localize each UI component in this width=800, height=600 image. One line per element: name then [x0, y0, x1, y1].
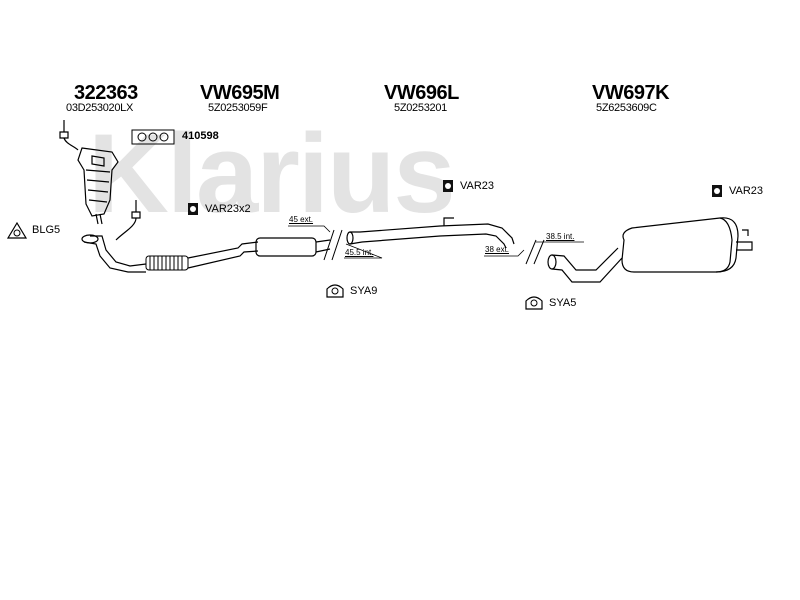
part-code-vw695m[interactable]: VW695M	[200, 82, 280, 104]
part-code-322363[interactable]: 322363	[74, 82, 138, 104]
dimension-45-ext: 45 ext.	[289, 215, 314, 224]
dimension-38-5-int: 38.5 int.	[546, 232, 575, 241]
rear-silencer[interactable]	[547, 217, 753, 283]
bracket-icon[interactable]	[6, 221, 28, 241]
gasket-icon[interactable]	[130, 126, 176, 148]
part-code-vw696l[interactable]: VW696L	[384, 82, 459, 104]
sensor-icon	[115, 200, 141, 241]
clamp-icon[interactable]	[524, 293, 544, 311]
rubber-hanger-icon[interactable]	[441, 178, 455, 194]
oem-number-322363: 03D253020LX	[66, 102, 134, 114]
catalytic-converter[interactable]	[59, 120, 147, 273]
var23-label-a: VAR23	[460, 180, 495, 192]
oem-number-vw697k: 5Z6253609C	[596, 102, 657, 114]
centre-pipe-resonator[interactable]	[187, 229, 343, 269]
dimension-38-ext: 38 ext.	[485, 245, 510, 254]
rubber-hanger-icon[interactable]	[710, 183, 724, 199]
oem-number-vw696l: 5Z0253201	[394, 102, 447, 114]
oem-number-vw695m: 5Z0253059F	[208, 102, 268, 114]
sya9-label: SYA9	[350, 285, 378, 297]
blg5-label: BLG5	[32, 224, 61, 236]
sya5-label: SYA5	[549, 297, 577, 309]
intermediate-pipe[interactable]	[346, 217, 545, 265]
part-code-vw697k[interactable]: VW697K	[592, 82, 670, 104]
flex-section[interactable]	[145, 255, 189, 271]
dimension-45-5-int: 45.5 int.	[345, 248, 374, 257]
rubber-hanger-icon[interactable]	[186, 201, 200, 217]
dimension-lines	[288, 225, 584, 259]
clamp-icon[interactable]	[325, 281, 345, 299]
gasket-label: 410598	[182, 130, 219, 142]
var23-label-b: VAR23	[729, 185, 764, 197]
watermark-logo: Klarius	[88, 111, 454, 236]
var23x2-label: VAR23x2	[205, 203, 251, 215]
